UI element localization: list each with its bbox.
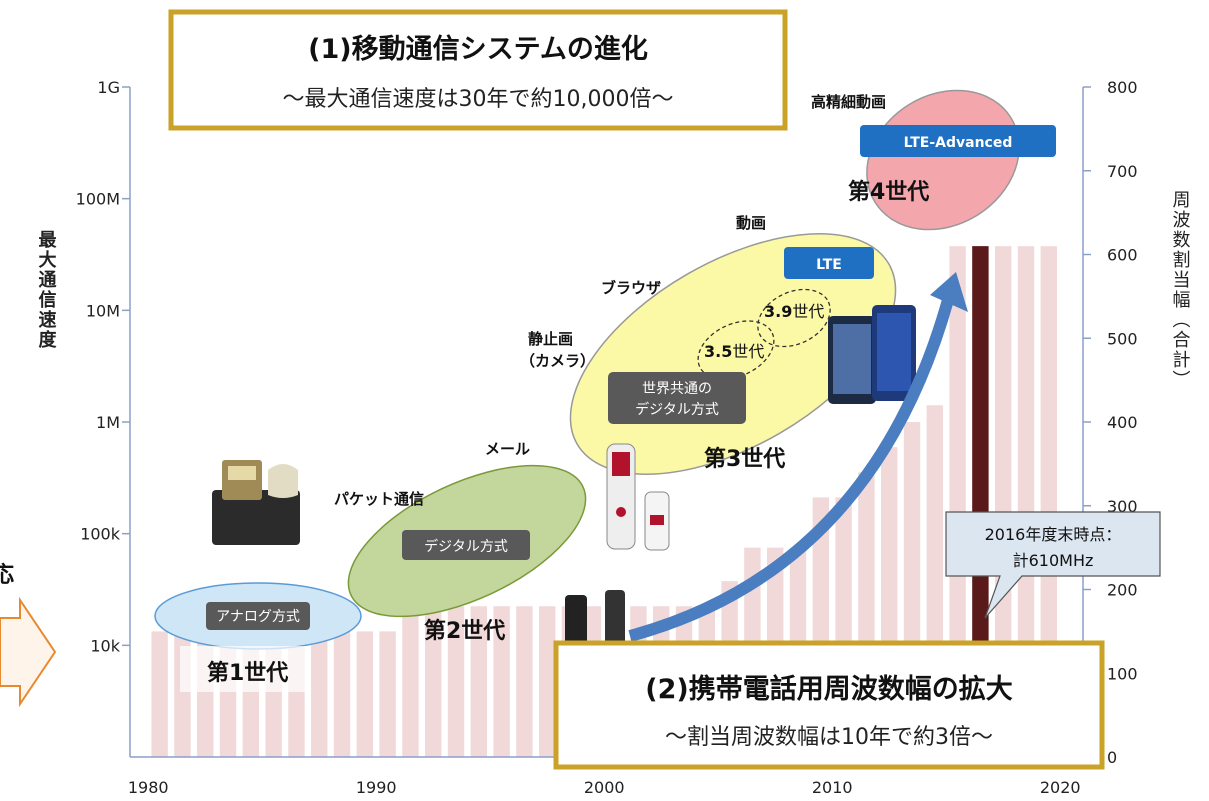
bar-2015	[949, 246, 966, 757]
bar-1989	[356, 631, 374, 757]
tag-global-digital: 世界共通の デジタル方式	[608, 372, 746, 424]
right-tick-label: 600	[1107, 246, 1138, 265]
callout-line-1: 2016年度末時点：	[985, 525, 1122, 544]
bar-1991	[402, 606, 419, 757]
left-tick-label: 10M	[86, 301, 120, 320]
gen2-label: 第2世代	[424, 618, 505, 644]
x-tick-label: 2010	[812, 778, 853, 797]
smartphone-image	[828, 305, 916, 404]
title-box: (1)移動通信システムの進化 〜最大通信速度は30年で約10,000倍〜	[168, 9, 788, 131]
shoulder-phone-image	[212, 460, 300, 545]
svg-text:LTE-Advanced: LTE-Advanced	[904, 135, 1013, 151]
growth-arrow	[628, 298, 954, 642]
title-box-title: (1)移動通信システムの進化	[308, 34, 648, 65]
bar-1997	[539, 606, 556, 757]
svg-text:アナログ方式: アナログ方式	[216, 609, 300, 625]
gen35-ellipse	[697, 320, 775, 380]
service-photo-line1: 静止画	[528, 330, 573, 348]
tag-digital: デジタル方式	[402, 530, 530, 560]
gen1-label: 第1世代	[207, 660, 288, 686]
bottom-box: (2)携帯電話用周波数幅の拡大 〜割当周波数幅は10年で約3倍〜	[553, 640, 1105, 770]
bar-2019	[1040, 246, 1058, 757]
svg-text:デジタル方式: デジタル方式	[635, 401, 719, 418]
bar-1994	[470, 606, 488, 757]
left-cut-character: 応	[0, 562, 14, 588]
right-tick-label: 0	[1107, 748, 1117, 767]
left-tick-label: 1M	[96, 413, 120, 432]
svg-text:LTE: LTE	[816, 257, 842, 273]
bar-1996	[516, 606, 533, 757]
tag-lte: LTE	[784, 247, 874, 279]
bar-1992	[425, 606, 442, 757]
gen39-ellipse	[757, 288, 831, 348]
service-video: 動画	[736, 214, 766, 232]
svg-text:デジタル方式: デジタル方式	[424, 538, 508, 555]
feature-phone-image	[565, 590, 625, 655]
bottom-box-title: (2)携帯電話用周波数幅の拡大	[645, 673, 1012, 705]
bar-1980	[151, 631, 168, 757]
right-tick-label: 400	[1107, 413, 1138, 432]
title-box-subtitle: 〜最大通信速度は30年で約10,000倍〜	[283, 87, 674, 112]
axes: 10k 100k 1M 10M 100M 1G 0 100 200 300 400 500 600 700…	[36, 78, 1191, 797]
tag-lte-advanced: LTE-Advanced	[860, 125, 1056, 157]
left-tick-label: 1G	[97, 78, 120, 97]
x-tick-label: 2000	[584, 778, 625, 797]
bar-1988	[333, 631, 351, 757]
service-photo-line2: （カメラ）	[520, 352, 595, 370]
bar-2018	[1017, 246, 1035, 757]
service-mail: メール	[485, 440, 530, 458]
label-3-9-gen: 3.9世代	[764, 302, 824, 321]
right-tick-label: 700	[1107, 162, 1138, 181]
x-tick-label: 1980	[128, 778, 169, 797]
svg-text:世界共通の: 世界共通の	[642, 381, 712, 397]
bar-1995	[493, 606, 510, 757]
growth-arrowhead	[930, 272, 968, 312]
callout-line-2: 計610MHz	[1013, 551, 1094, 570]
bar-1993	[447, 606, 465, 757]
label-3-5-gen: 3.5世代	[704, 342, 764, 361]
callout-2016: 2016年度末時点： 計610MHz	[945, 511, 1161, 619]
right-tick-label: 800	[1107, 78, 1138, 97]
left-tick-label: 100M	[76, 190, 120, 209]
gen3-label: 第3世代	[704, 446, 785, 472]
service-browser: ブラウザ	[601, 279, 661, 297]
right-axis-label: 周波数割当幅（合計）	[1170, 190, 1191, 390]
bar-1990	[379, 631, 396, 757]
gen4-ellipse	[866, 89, 1020, 231]
service-packet: パケット通信	[334, 490, 424, 508]
bar-1987	[311, 631, 328, 757]
bar-2016	[972, 246, 989, 757]
left-tick-label: 100k	[80, 525, 121, 544]
bar-2017	[994, 246, 1012, 757]
gen4-label: 第4世代	[848, 179, 929, 205]
x-tick-label: 2020	[1040, 778, 1081, 797]
right-tick-label: 300	[1107, 497, 1138, 516]
left-tick-label: 10k	[90, 636, 120, 655]
right-tick-label: 500	[1107, 329, 1138, 348]
x-tick-label: 1990	[356, 778, 397, 797]
right-tick-label: 200	[1107, 581, 1138, 600]
service-hd-video: 高精細動画	[811, 93, 886, 111]
bottom-box-subtitle: 〜割当周波数幅は10年で約3倍〜	[665, 725, 993, 750]
left-orange-arrow	[0, 596, 57, 708]
flip-phone-image	[606, 443, 670, 551]
right-tick-label: 100	[1107, 664, 1138, 683]
tag-analog: アナログ方式	[206, 602, 310, 630]
left-axis-label: 最大通信速度	[36, 230, 57, 350]
